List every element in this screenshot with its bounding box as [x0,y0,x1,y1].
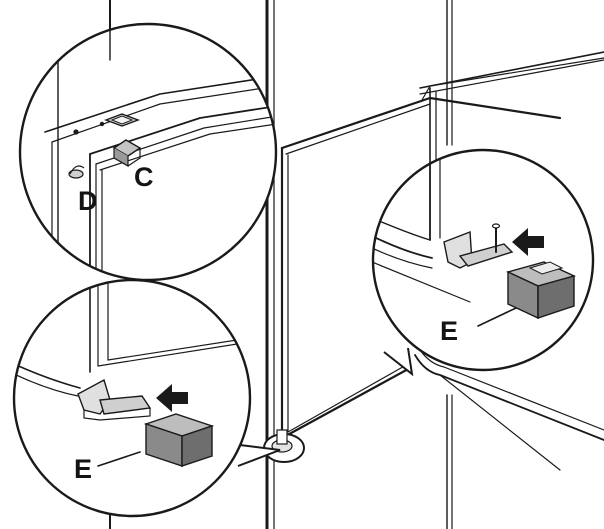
hinge-bracket-left [77,378,152,421]
part-e-block-right [505,261,577,320]
label-e-left: E [74,454,92,484]
label-e-right: E [440,316,458,346]
zoom-circle-right: E [371,148,595,372]
insert-arrow-right-icon [512,228,544,256]
part-d-pin [68,165,85,179]
zoom-circle-bottom: E [12,278,252,518]
part-e-block-left [143,413,215,467]
hinge-bracket-right [443,223,514,269]
appliance-door [280,51,604,471]
insert-arrow-left-icon [156,384,188,412]
zoom-circle-top: C D [18,22,278,282]
leader-e-right [477,307,517,327]
bottom-hinge-pivot [263,429,305,463]
part-c-hinge [104,113,142,168]
label-d: D [78,186,98,216]
leader-e-left [97,451,141,467]
label-c: C [134,162,154,192]
